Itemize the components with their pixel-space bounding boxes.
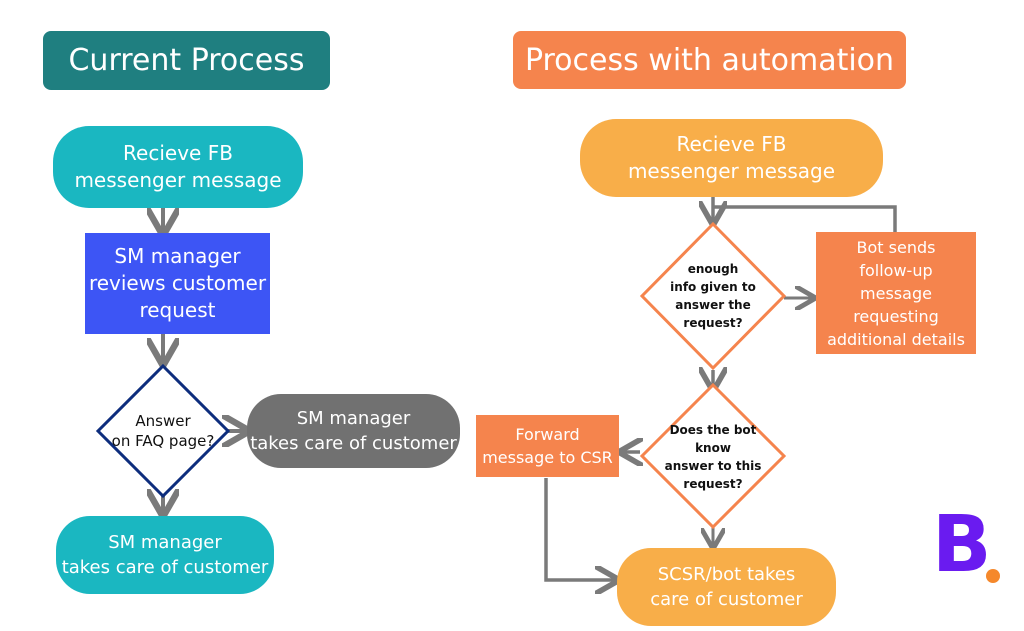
right-decision1-label: enough info given to answer the request? bbox=[670, 262, 756, 330]
right-title: Process with automation bbox=[513, 31, 906, 89]
decision-diamond-bot-knows bbox=[639, 382, 787, 530]
left-receive-node: Recieve FB messenger message bbox=[53, 126, 303, 208]
left-end-node: SM manager takes care of customer bbox=[56, 516, 274, 594]
left-review-label: SM manager reviews customer request bbox=[88, 244, 267, 322]
right-receive-node: Recieve FB messenger message bbox=[580, 119, 883, 197]
arrow-followup-loop bbox=[713, 205, 897, 232]
right-receive-label: Recieve FB messenger message bbox=[627, 132, 836, 183]
left-side-node: SM manager takes care of customer bbox=[247, 394, 460, 468]
logo-letter: B bbox=[932, 500, 992, 590]
left-title: Current Process bbox=[43, 31, 330, 90]
decision-diamond-faq bbox=[95, 363, 231, 499]
brand-logo: B bbox=[932, 500, 1012, 592]
left-decision-label: Answer on FAQ page? bbox=[111, 412, 215, 450]
right-followup-node: Bot sends follow-up message requesting a… bbox=[816, 232, 976, 354]
left-side-label: SM manager takes care of customer bbox=[250, 408, 457, 454]
right-decision2-label: Does the bot know answer to this request… bbox=[664, 423, 762, 491]
right-forward-label: Forward message to CSR bbox=[482, 425, 613, 467]
logo-dot bbox=[986, 569, 1000, 583]
left-review-node: SM manager reviews customer request bbox=[85, 233, 270, 334]
arrow-forward-to-end bbox=[544, 478, 616, 580]
right-forward-node: Forward message to CSR bbox=[476, 415, 619, 477]
right-end-node: SCSR/bot takes care of customer bbox=[617, 548, 836, 626]
left-end-label: SM manager takes care of customer bbox=[61, 532, 269, 578]
right-end-label: SCSR/bot takes care of customer bbox=[650, 564, 803, 610]
left-receive-label: Recieve FB messenger message bbox=[74, 141, 282, 192]
right-followup-label: Bot sends follow-up message requesting a… bbox=[827, 237, 965, 349]
decision-diamond-enough-info bbox=[639, 221, 787, 371]
